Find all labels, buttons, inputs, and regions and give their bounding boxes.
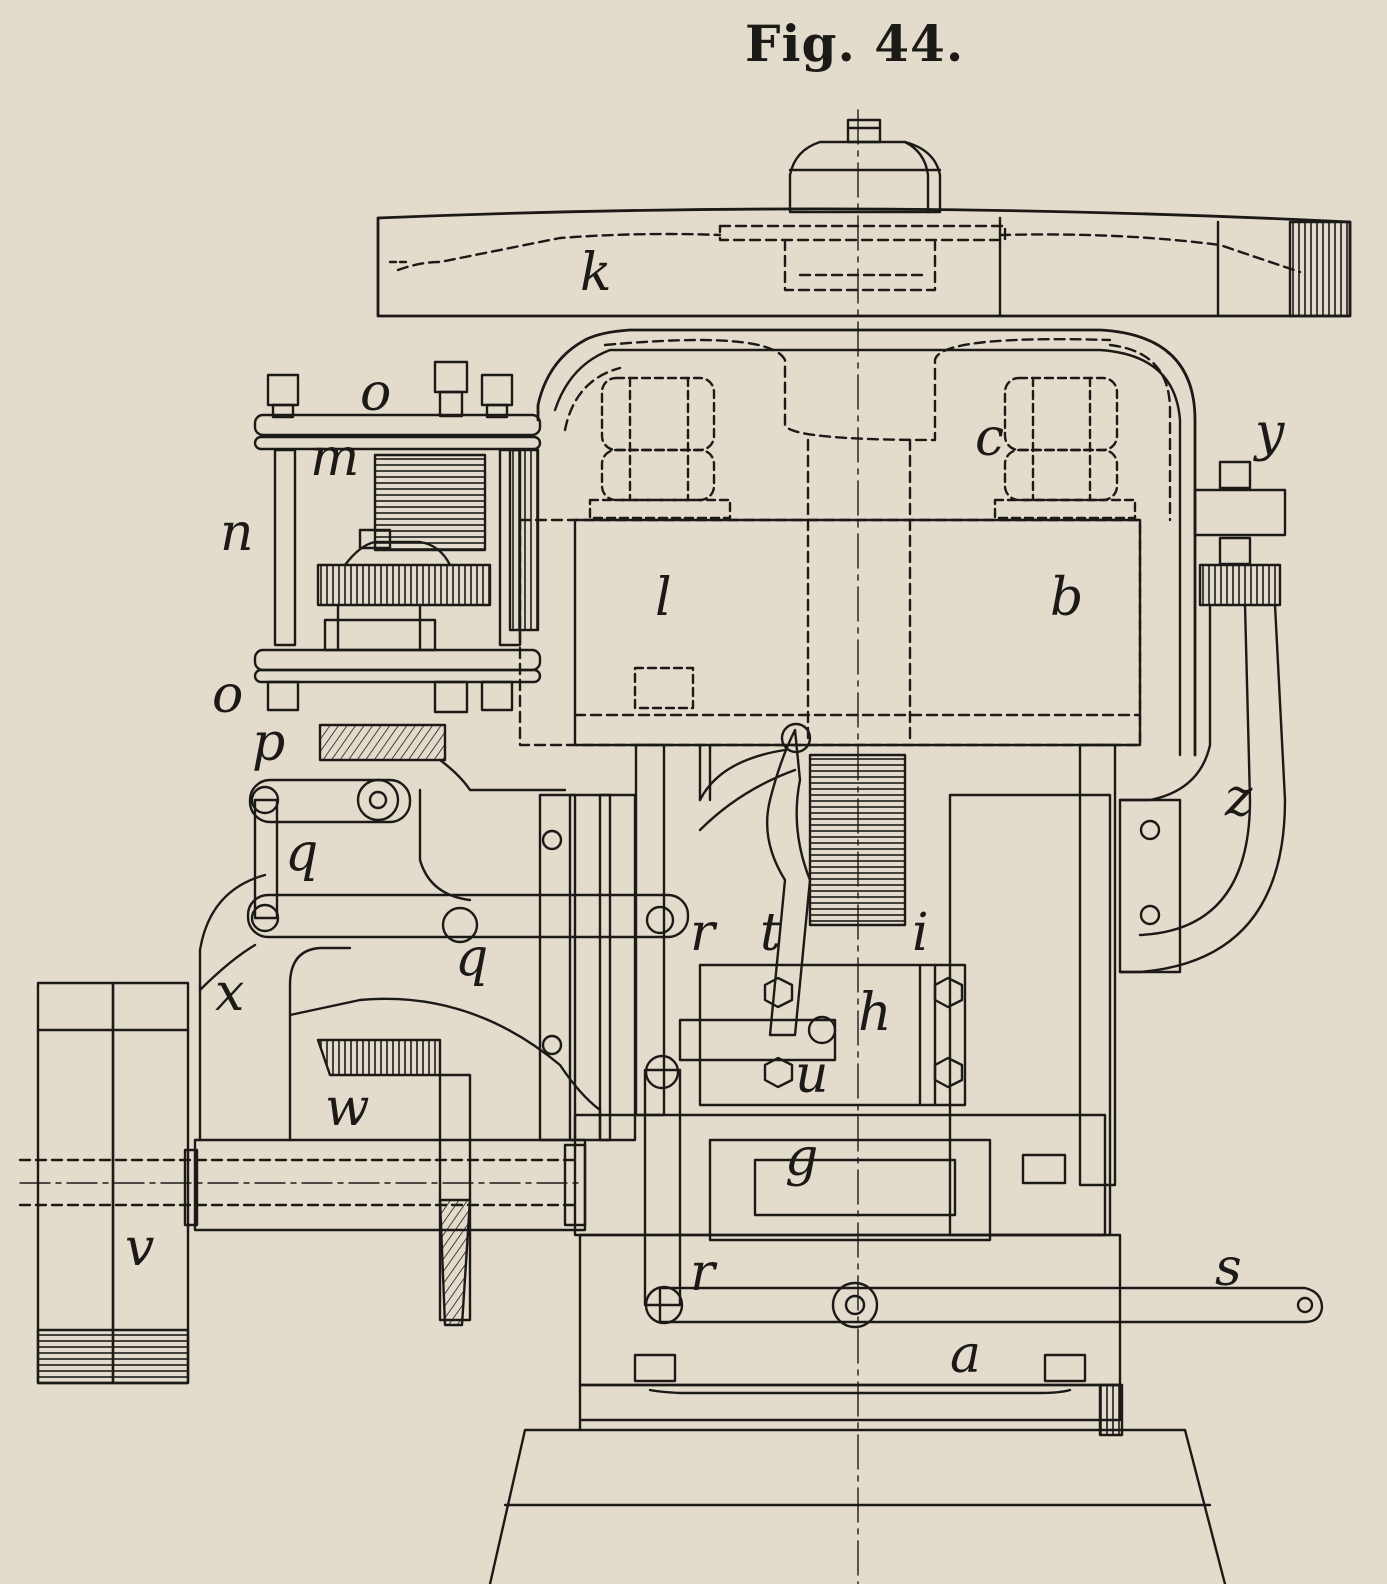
figure-caption: Fig. 44. [745,14,965,73]
label-i: i [912,903,929,963]
label-n: n [220,503,254,563]
label-q-upper: q [285,823,318,883]
bolts [266,360,1252,1383]
pulley-v [36,981,190,1385]
spring-i [808,753,907,927]
crosshead-block [518,518,1142,747]
label-k: k [580,243,612,303]
label-h: h [858,983,892,1043]
frame-x [198,758,1161,1142]
block-g [573,1113,1107,1242]
label-z: z [1224,768,1253,828]
label-x: x [215,963,244,1023]
label-l: l [655,568,672,628]
label-r-lever: r [690,1243,718,1303]
label-c: c [975,408,1004,468]
top-cap [788,118,942,214]
label-a: a [950,1325,981,1385]
lever-t [698,722,812,1037]
base-a [488,1233,1227,1584]
frame-housing [536,328,1197,757]
label-g: g [785,1128,818,1188]
pipe-z [1118,488,1287,974]
label-o-bottom: o [212,665,243,725]
block-h [678,963,967,1107]
spindle [806,438,912,742]
horizontal-shaft [18,1138,587,1232]
label-r: r [690,903,718,963]
dashed-nuts [588,376,1137,520]
label-y: y [1253,403,1285,463]
label-m: m [310,428,359,488]
label-v: v [125,1218,154,1278]
label-t: t [760,903,781,963]
links-q [246,743,690,1117]
part-labels: k o m n c y l b o p q z x q r t i h w u … [125,243,1285,1385]
flywheel-k [376,207,1352,318]
bevel-pinion-p [318,723,447,762]
label-p: p [252,713,285,773]
label-s: s [1215,1238,1242,1298]
gear-housing [253,413,542,684]
label-q-lower: q [455,928,488,988]
label-w: w [325,1078,370,1138]
label-b: b [1050,568,1083,628]
lever-s [643,1054,1324,1329]
label-u: u [795,1045,829,1105]
label-o-top: o [360,363,391,423]
shaft-w [316,1038,472,1327]
